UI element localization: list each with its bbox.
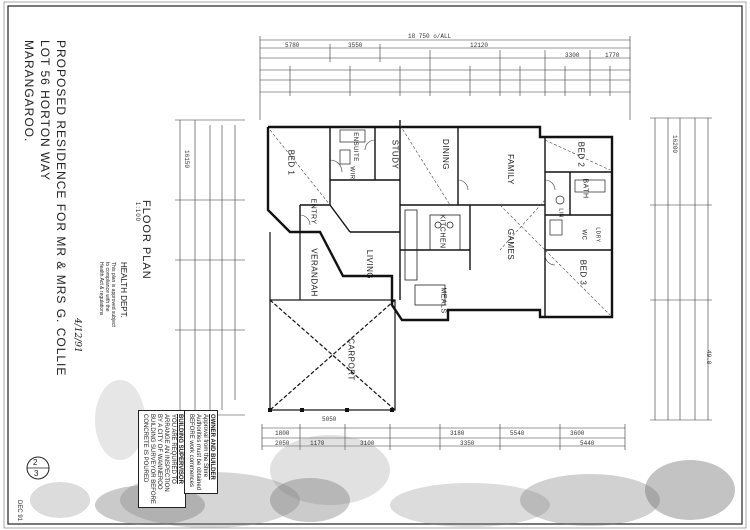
drawing-title: FLOOR PLAN: [140, 200, 152, 280]
health-stamp-text: This plan is approved subject to complia…: [98, 262, 116, 327]
room-living: LIVING: [365, 249, 375, 280]
building-box-line: ARRANGE AN INSPECTION: [163, 414, 169, 492]
dim-bottom-seg: 3180: [450, 430, 465, 437]
owner-box-line: BEFORE work commences: [188, 414, 194, 488]
room-entry: ENTRY: [309, 198, 317, 225]
sheet-of: 3: [34, 469, 39, 478]
door-swings: [299, 139, 556, 266]
title-line-1: PROPOSED RESIDENCE FOR MR & MRS G. COLLI…: [54, 40, 68, 377]
dim-top-seg: 3300: [565, 52, 580, 59]
sheet-date: DEC 91: [16, 500, 22, 522]
owner-box-line: Authorities must be obtained: [195, 414, 201, 491]
title-line-3: MARANGAROO.: [22, 40, 36, 143]
dim-carport-width: 5050: [322, 416, 337, 423]
dim-bottom-row2: 2050: [275, 440, 290, 447]
building-box-line: CONCRETE IS POURED: [142, 414, 148, 483]
dim-bottom-row2: 5440: [580, 440, 595, 447]
owner-box-title: OWNER AND BUILDER: [209, 414, 215, 480]
dim-bottom-row2: 3350: [460, 440, 475, 447]
health-stamp-line: Health Act & regulations: [98, 262, 104, 316]
health-stamp-date: 4/12/91: [72, 318, 82, 353]
owner-box-line: Approval from the Shire: [202, 414, 208, 478]
dim-bottom-row2: 3100: [360, 440, 375, 447]
title-line-2: LOT 56 HORTON WAY: [38, 40, 52, 182]
external-walls: [266, 125, 614, 322]
room-family: FAMILY: [505, 154, 515, 185]
dim-top-seg: 12120: [470, 42, 489, 49]
water-stains: [30, 380, 735, 528]
health-stamp-line: This plan is approved subject: [110, 262, 116, 327]
right-dimension-lines: [650, 117, 712, 421]
building-box-line: YOU ARE REQUIRED TO: [170, 414, 176, 484]
sheet-number-circle: [26, 456, 50, 480]
room-bath: BATH: [581, 178, 589, 199]
dim-bottom-seg: 3600: [570, 430, 585, 437]
dim-right-overall: 16200: [671, 135, 678, 154]
kitchen-benches: [404, 209, 461, 306]
owner-builder-box: OWNER AND BUILDER Approval from the Shir…: [184, 410, 218, 495]
building-box-line: BUILDING SURVEYOR BEFORE: [149, 414, 155, 504]
room-linen: LIN: [557, 208, 564, 218]
posts: [268, 408, 394, 412]
building-supervisor-box: BUILDING SUPERVISOR YOU ARE REQUIRED TO …: [138, 410, 186, 508]
room-ensuite: ENSUITE: [351, 132, 358, 162]
health-dept-title: HEALTH DEPT.: [119, 262, 128, 318]
room-bed2: BED 2: [576, 141, 586, 168]
room-study: STUDY: [390, 139, 400, 170]
dim-bottom-seg: 5540: [510, 430, 525, 437]
room-verandah: VERANDAH: [309, 248, 319, 297]
room-dining: DINING: [441, 139, 450, 170]
top-dimension-lines: [259, 36, 631, 120]
dim-bottom-seg: 1800: [275, 430, 290, 437]
dim-bottom-row2: 1170: [310, 440, 325, 447]
room-bed3: BED 3: [578, 259, 588, 286]
ceiling-lines: [269, 124, 611, 316]
room-wc: WC: [580, 229, 587, 241]
room-carport: CARPORT: [346, 338, 356, 381]
room-bed1: BED 1: [286, 149, 296, 176]
building-box-line: BY A CITY OF WANNEROO: [156, 414, 162, 490]
dim-left-overall: 16150: [183, 150, 190, 169]
dim-right-len: 49.0: [705, 350, 712, 365]
room-games: GAMES: [506, 228, 516, 261]
building-box-title: BUILDING SUPERVISOR: [177, 414, 183, 484]
dim-top-seg: 3550: [348, 42, 363, 49]
carport-outline: [269, 232, 396, 411]
room-laundry: LDRY: [594, 227, 601, 243]
sheet-border: [7, 5, 743, 525]
room-kitchen: KITCHEN: [438, 214, 446, 249]
drawing-scale: 1:100: [134, 202, 140, 223]
dim-top-seg: 1770: [605, 52, 620, 59]
room-wir: WIR: [348, 166, 355, 180]
room-meals: MEALS: [439, 287, 447, 314]
bath-fixtures: [339, 129, 606, 236]
sheet-number: 2: [33, 458, 38, 467]
bottom-dimension-lines: [261, 424, 626, 450]
dim-overall-top: 18 750 o/ALL: [408, 33, 452, 40]
dim-top-seg: 5780: [285, 42, 300, 49]
